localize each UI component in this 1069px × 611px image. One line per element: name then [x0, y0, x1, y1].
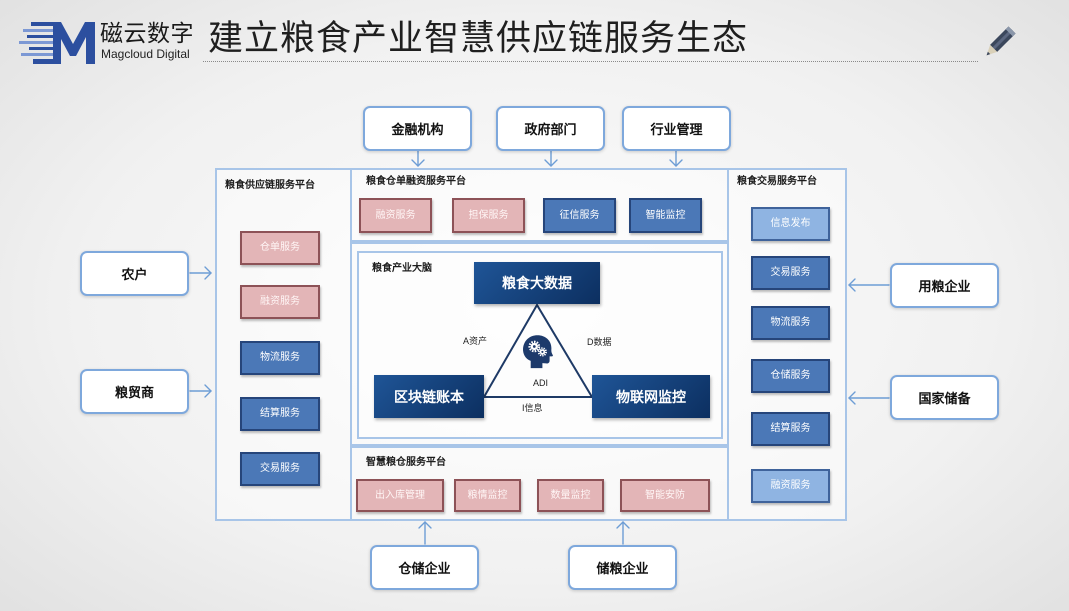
arrow-farmers-to-platform — [189, 266, 212, 280]
brain-gears-icon — [519, 333, 555, 369]
arrow-grain-storage-enterprises-to-platform — [616, 521, 630, 545]
supply-chain-trading-service: 交易服务 — [240, 452, 320, 486]
logo-name: 磁云数字 — [100, 20, 194, 46]
arrow-finance-to-platform — [411, 150, 425, 167]
smart-granary-platform-title: 智慧粮仓服务平台 — [366, 457, 446, 468]
arrow-national-reserve-to-platform — [848, 391, 890, 405]
trading-logistics-service: 物流服务 — [751, 306, 830, 340]
iot-monitoring-node: 物联网监控 — [592, 375, 710, 418]
supply-chain-financing-service: 融资服务 — [240, 285, 320, 319]
logo-name-en: Magcloud Digital — [101, 47, 190, 61]
magcloud-logo-icon — [17, 20, 97, 66]
trading-financing-service: 融资服务 — [751, 469, 830, 503]
arrow-grain-consumers-to-platform — [848, 278, 890, 292]
supply-chain-platform-title: 粮食供应链服务平台 — [225, 180, 315, 191]
supply-chain-settlement-service: 结算服务 — [240, 397, 320, 431]
supply-chain-logistics-service: 物流服务 — [240, 341, 320, 375]
stakeholder-storage-enterprises-box: 仓储企业 — [370, 545, 479, 590]
trading-info-release-service: 信息发布 — [751, 207, 830, 241]
stakeholder-grain-traders-box: 粮贸商 — [80, 369, 189, 414]
receipt-finance-platform-title: 粮食仓单融资服务平台 — [366, 176, 466, 187]
title-divider — [203, 61, 978, 62]
receipt-finance-financing-service: 融资服务 — [359, 198, 432, 233]
receipt-finance-guarantee-service: 担保服务 — [452, 198, 525, 233]
trading-settlement-service: 结算服务 — [751, 412, 830, 446]
data-edge-label: D数据 — [587, 337, 612, 347]
trading-storage-service: 仓储服务 — [751, 359, 830, 393]
industry-brain-title: 粮食产业大脑 — [372, 263, 432, 274]
stakeholder-grain-consumers-box: 用粮企业 — [890, 263, 999, 308]
trading-platform-title: 粮食交易服务平台 — [737, 176, 817, 187]
blockchain-ledger-node: 区块链账本 — [374, 375, 484, 418]
granary-in-out-management-service: 出入库管理 — [356, 479, 444, 512]
asset-edge-label: A资产 — [463, 336, 488, 346]
stakeholder-industry-management-box: 行业管理 — [622, 106, 731, 151]
trading-transaction-service: 交易服务 — [751, 256, 830, 290]
granary-grain-condition-monitoring-service: 粮情监控 — [454, 479, 521, 512]
stakeholder-grain-storage-enterprises-box: 储粮企业 — [568, 545, 677, 590]
arrow-government-to-platform — [544, 150, 558, 167]
arrow-grain-traders-to-platform — [189, 384, 212, 398]
info-edge-label: I信息 — [522, 403, 543, 413]
granary-smart-security-service: 智能安防 — [620, 479, 710, 512]
receipt-finance-credit-service: 征信服务 — [543, 198, 616, 233]
page-title: 建立粮食产业智慧供应链服务生态 — [208, 19, 749, 58]
stakeholder-government-box: 政府部门 — [496, 106, 605, 151]
receipt-finance-smart-monitoring-service: 智能监控 — [629, 198, 702, 233]
arrow-storage-enterprises-to-platform — [418, 521, 432, 545]
arrow-industry-management-to-platform — [669, 150, 683, 167]
granary-quantity-monitoring-service: 数量监控 — [537, 479, 604, 512]
stakeholder-farmers-box: 农户 — [80, 251, 189, 296]
adi-core-label: ADI — [533, 378, 549, 388]
supply-chain-warehouse-receipt-service: 仓单服务 — [240, 231, 320, 265]
stakeholder-finance-box: 金融机构 — [363, 106, 472, 151]
pencil-icon — [978, 20, 1022, 64]
stakeholder-national-reserve-box: 国家储备 — [890, 375, 999, 420]
big-data-node: 粮食大数据 — [474, 262, 600, 304]
